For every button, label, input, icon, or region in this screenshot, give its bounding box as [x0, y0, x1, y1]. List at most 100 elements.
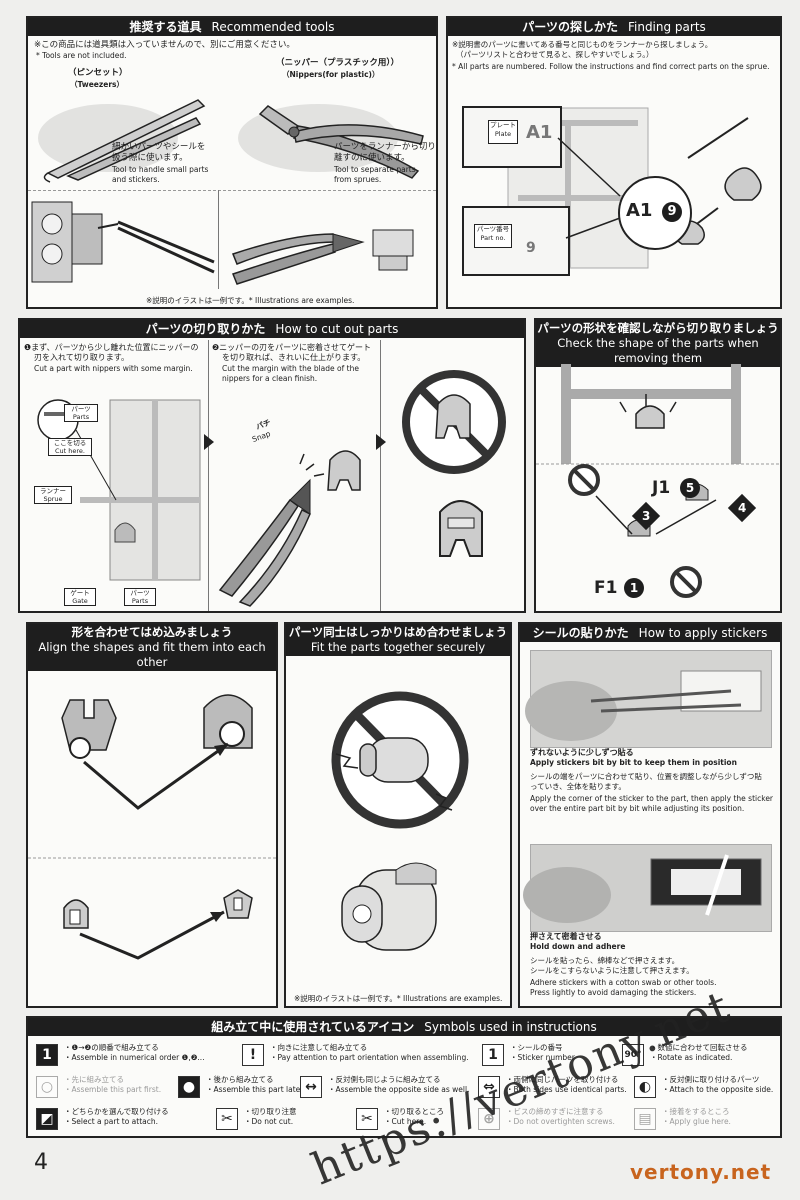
nippers-desc-en2: from sprues.: [334, 175, 382, 184]
symbol-text-jp: ・向きに注意して組み立てる: [270, 1043, 368, 1052]
tweezers-desc-jp2: 扱う際に使います。: [112, 153, 188, 163]
symbol-text-jp: ・シールの番号: [510, 1043, 563, 1052]
cut-step2-jp2: を切り取れば、きれいに仕上がります。: [222, 353, 366, 362]
symbol-text-en: ・Assemble the opposite side as well.: [328, 1085, 470, 1094]
symbol-legend-item: 90° ・数値に合わせて回転させる・Rotate as indicated.: [620, 1042, 770, 1068]
parts-en: Parts: [72, 413, 90, 421]
symbol-icon: 1: [36, 1044, 58, 1066]
nippers-usage-illustration-icon: [232, 229, 414, 285]
plate-en: Plate: [494, 130, 512, 138]
plate-code: A1: [526, 122, 553, 143]
symbol-icon: ✂: [356, 1108, 378, 1130]
cuthere-en: Cut here.: [55, 447, 85, 455]
symbol-text: ・❶→❷の順番で組み立てる・Assemble in numerical orde…: [64, 1043, 205, 1063]
header-jp: 組み立て中に使用されているアイコン: [211, 1020, 415, 1034]
symbol-icon: ●: [178, 1076, 200, 1098]
symbol-icon: ✂: [216, 1108, 238, 1130]
symbol-text-jp: ・数値に合わせて回転させる: [650, 1043, 748, 1052]
tweezers-desc-en2: and stickers.: [112, 175, 160, 184]
symbol-text-jp: ・両側に同じパーツを取り付ける: [506, 1075, 619, 1084]
symbol-text-en: ・Assemble this part first.: [64, 1085, 162, 1094]
symbol-text-jp: ・どちらかを選んで取り付ける: [64, 1107, 169, 1116]
symbol-legend-item: ✂ ・切り取るところ・Cut here.: [354, 1106, 504, 1132]
align-header-jp: 形を合わせてはめ込みましょう: [28, 624, 276, 640]
symbol-text-en: ・Cut here.: [384, 1117, 427, 1126]
symbols-grid: 1 ・❶→❷の順番で組み立てる・Assemble in numerical ord…: [28, 1038, 780, 1136]
fit-example-note: ※説明のイラストは一例です。* Illustrations are exampl…: [294, 994, 503, 1003]
gate-jp: ゲート: [70, 589, 90, 597]
symbol-icon: ↔: [300, 1076, 322, 1098]
nippers-desc-jp2: 離すのに使います。: [334, 153, 410, 163]
cut-step1-jp2: 刃を入れて切り取ります。: [34, 353, 129, 362]
symbol-text-jp: ・先に組み立てる: [64, 1075, 124, 1084]
label-f: F1: [594, 578, 618, 598]
parts-label-box: パーツ Parts: [64, 404, 98, 422]
parts2-en: Parts: [131, 597, 149, 605]
prohibited-sign-icon: [402, 370, 506, 474]
symbol-icon: ◐: [634, 1076, 656, 1098]
symbol-icon: 90°: [622, 1044, 644, 1066]
sprue-jp: ランナー: [40, 487, 66, 495]
cut-step1-jp1: ❶まず、パーツから少し離れた位置にニッパーの: [24, 343, 199, 352]
symbol-legend-item: ◐ ・反対側に取り付けるパーツ・Attach to the opposite si…: [632, 1074, 780, 1100]
symbol-legend-item: 1・シールの番号・Sticker number: [480, 1042, 630, 1068]
symbol-text: ・先に組み立てる・Assemble this part first.: [64, 1075, 161, 1095]
plate-label-box: プレート Plate: [488, 120, 518, 144]
step4-number: 4: [737, 500, 747, 515]
nippers-label-jp: （ニッパー（プラスチック用））: [276, 58, 400, 68]
symbol-text: ・切り取るところ・Cut here.: [384, 1107, 444, 1127]
symbol-legend-item: ⊕・ビスの締めすぎに注意する・Do not overtighten screws…: [476, 1106, 626, 1132]
header-jp: パーツの切り取りかた: [145, 322, 266, 336]
symbol-legend-item: 1 ・❶→❷の順番で組み立てる・Assemble in numerical ord…: [34, 1042, 205, 1068]
gate-en: Gate: [72, 597, 88, 605]
symbol-legend-item: ↔ ・反対側も同じように組み立てる・Assemble the opposite s…: [298, 1074, 469, 1100]
plate-jp: プレート: [490, 121, 516, 129]
loose-fit-prohibited-icon: [331, 691, 469, 829]
symbol-text: ・反対側も同じように組み立てる・Assemble the opposite si…: [328, 1075, 469, 1095]
hand-tweezers-photo-icon: [525, 670, 762, 741]
partno-code: 9: [526, 240, 536, 256]
symbol-legend-item: ✂ ・切り取り注意・Do not cut.: [214, 1106, 364, 1132]
symbol-text: ・向きに注意して組み立てる・Pay attention to part orie…: [270, 1043, 469, 1063]
header-jp: 推奨する道具: [129, 20, 202, 34]
tools-note-en: * Tools are not included.: [36, 51, 127, 60]
sticker-step1-jp2: っていき、全体を貼ります。: [530, 782, 626, 791]
symbol-legend-item: ○・先に組み立てる・Assemble this part first.: [34, 1074, 184, 1100]
align-header-en: Align the shapes and fit them into each …: [28, 640, 276, 671]
tweezers-desc-jp1: 細かいパーツやシールを: [112, 142, 206, 152]
check-shape-header-jp: パーツの形状を確認しながら切り取りましょう: [536, 320, 780, 336]
sticker-step2-title-en: Hold down and adhere: [530, 942, 626, 951]
check-shape-header-en: Check the shape of the parts when removi…: [536, 336, 780, 367]
symbol-text-jp: ・後から組み立てる: [206, 1075, 274, 1084]
symbol-text: ・切り取り注意・Do not cut.: [244, 1107, 297, 1127]
header-jp: シールの貼りかた: [532, 626, 629, 640]
header-jp: パーツの探しかた: [522, 20, 618, 34]
cut-step2-en2: nippers for a clean finish.: [222, 374, 318, 383]
sprue-shape-illustration-icon: [536, 364, 780, 598]
header-en: Finding parts: [627, 20, 706, 34]
header-en: Symbols used in instructions: [424, 1020, 597, 1034]
symbol-text: ・ビスの締めすぎに注意する・Do not overtighten screws.: [506, 1107, 615, 1127]
symbol-text-jp: ・ビスの締めすぎに注意する: [506, 1107, 604, 1116]
header-en: How to apply stickers: [638, 626, 768, 640]
symbol-text: ・反対側に取り付けるパーツ・Attach to the opposite sid…: [662, 1075, 773, 1095]
symbol-legend-item: ⇔・両側に同じパーツを取り付ける・Both sides use identica…: [476, 1074, 627, 1100]
watermark-corner: vertony.net: [630, 1160, 772, 1184]
parts-jp: パーツ: [71, 405, 91, 413]
symbol-text-en: ・Rotate as indicated.: [650, 1053, 733, 1062]
symbol-text-jp: ・切り取り注意: [244, 1107, 297, 1116]
sprue-en: Sprue: [43, 495, 63, 503]
arrow-right-icon: [204, 434, 214, 450]
align-shapes-panel: 形を合わせてはめ込みましょう Align the shapes and fit …: [26, 622, 278, 1008]
sticker-step2-title-jp: 押さえて密着させる: [530, 932, 602, 941]
callout-letter: A1: [626, 200, 653, 221]
align-illustration-icon: [28, 694, 276, 960]
symbol-icon: !: [242, 1044, 264, 1066]
sticker-step1-title-en: Apply stickers bit by bit to keep them i…: [530, 758, 737, 767]
symbols-header: 組み立て中に使用されているアイコン Symbols used in instruc…: [28, 1018, 780, 1036]
page-number: 4: [34, 1150, 48, 1175]
finding-note-jp2: （パーツリストと合わせて見ると、探しやすいでしょう。）: [456, 50, 654, 59]
sticker-step2-en1: Adhere stickers with a cotton swab or ot…: [530, 978, 717, 987]
symbol-legend-item: ◩・どちらかを選んで取り付ける・Select a part to attach.: [34, 1106, 184, 1132]
tweezers-usage-illustration-icon: [31, 201, 215, 283]
